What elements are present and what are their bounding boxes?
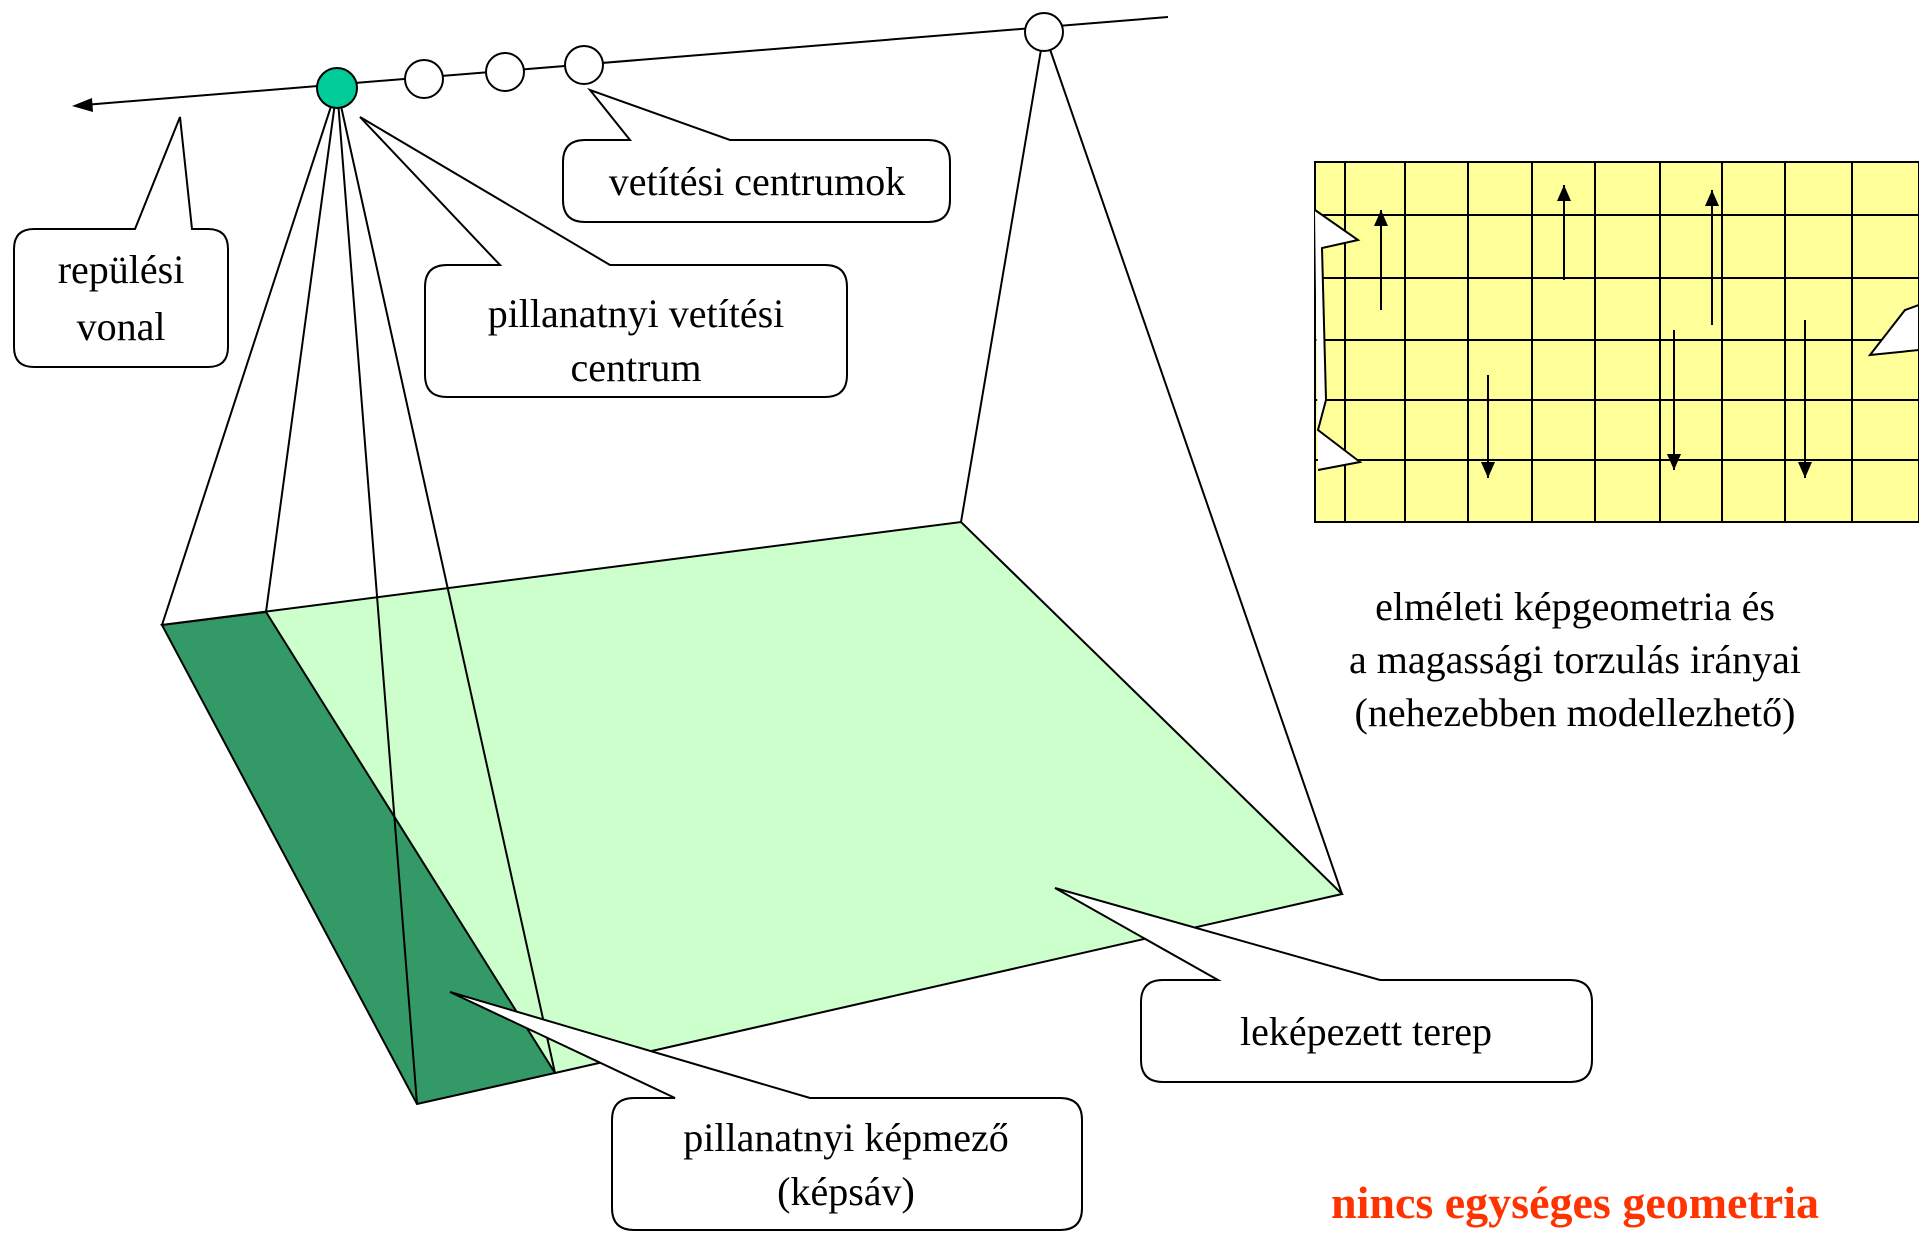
callout-instant-field-bubble <box>449 991 1083 1231</box>
callout-instant-center: pillanatnyi vetítési centrum <box>359 116 848 398</box>
theoretical-geometry-grid <box>1314 161 1919 523</box>
flight-direction-arrowhead <box>72 98 93 112</box>
theory-caption-line-1: elméleti képgeometria és <box>1375 584 1775 629</box>
callout-instant-center-bubble <box>359 116 848 398</box>
callout-flight-line-text-1: repülési <box>58 247 185 292</box>
theory-caption-line-2: a magassági torzulás irányai <box>1349 637 1801 682</box>
center-dot <box>485 52 525 92</box>
callout-imaged-terrain: leképezett terep <box>1054 887 1593 1083</box>
ray-strip-far <box>336 87 556 1074</box>
grid-torn-edge-right <box>1867 303 1919 357</box>
callout-flight-line: repülési vonal <box>13 116 229 368</box>
ray-right-back <box>960 31 1045 523</box>
callout-instant-center-text-1: pillanatnyi vetítési <box>488 291 785 336</box>
callout-instant-center-text-2: centrum <box>570 345 701 390</box>
flight-line-path <box>83 16 1169 106</box>
callout-projection-centers-text: vetítési centrumok <box>609 159 906 204</box>
center-dot <box>1024 12 1064 52</box>
no-uniform-geometry-text: nincs egységes geometria <box>1331 1177 1819 1228</box>
ray-left <box>161 87 338 626</box>
ray-strip-bottom <box>336 87 418 1105</box>
grid-background <box>1314 161 1919 523</box>
displacement-arrowhead <box>1374 210 1388 226</box>
center-dot <box>404 59 444 99</box>
instant-center-dot <box>316 67 358 109</box>
flight-line <box>72 16 1169 112</box>
projection-centers <box>316 12 1064 109</box>
theory-caption: elméleti képgeometria és a magassági tor… <box>1349 584 1801 735</box>
grid-lines <box>1315 162 1919 522</box>
grid-torn-edge-left <box>1314 209 1363 471</box>
center-dot <box>564 45 604 85</box>
callout-projection-centers-bubble <box>562 87 951 223</box>
ray-strip-near <box>265 87 338 613</box>
relief-displacement-arrows <box>1374 185 1812 478</box>
callout-instant-field-text-2: (képsáv) <box>777 1169 915 1214</box>
callout-flight-line-text-2: vonal <box>77 304 166 349</box>
callout-instant-field: pillanatnyi képmező (képsáv) <box>449 991 1083 1231</box>
ray-right-front <box>1043 31 1343 895</box>
callout-instant-field-text-1: pillanatnyi képmező <box>683 1115 1008 1160</box>
theory-caption-line-3: (nehezebben modellezhető) <box>1355 690 1796 735</box>
displacement-arrowhead <box>1705 190 1719 206</box>
displacement-arrowhead <box>1557 185 1571 201</box>
callout-imaged-terrain-bubble <box>1054 887 1593 1083</box>
callout-imaged-terrain-text: leképezett terep <box>1240 1009 1492 1054</box>
projection-rays <box>161 31 1343 1105</box>
displacement-arrowhead <box>1481 462 1495 478</box>
callout-projection-centers: vetítési centrumok <box>562 87 951 223</box>
displacement-arrowhead <box>1667 454 1681 470</box>
callout-flight-line-bubble <box>13 116 229 368</box>
displacement-arrowhead <box>1798 462 1812 478</box>
